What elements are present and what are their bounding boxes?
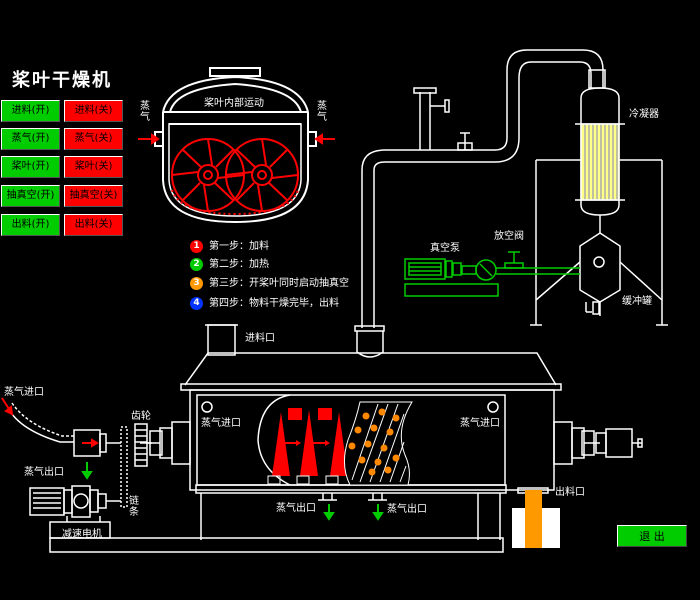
steam-outlet-arrows [81,462,384,521]
steam-inlet-left-label: 蒸气进口 [4,387,44,398]
step-4: 4 第四步：物料干燥完毕，出料 [190,294,339,310]
step-2-badge: 2 [190,257,203,271]
vacuum-on-button[interactable]: 抽真空(开) [1,185,60,207]
page-title: 桨叶干燥机 [12,70,112,91]
vacuum-pump [404,251,580,297]
steam-outlet-a-label: 蒸气出口 [276,503,316,514]
vacuum-valve-label: 放空阀 [494,231,524,242]
step-3: 3 第三步：开桨叶同时启动抽真空 [190,274,349,290]
step-1-badge: 1 [190,239,203,253]
steam-outlet-left-label: 蒸气出口 [24,467,64,478]
steam-right-label: 蒸气 [317,101,327,123]
discharge-off-button[interactable]: 出料(关) [64,214,123,236]
step-2-text: 第二步：加热 [209,259,269,270]
condenser [535,87,663,325]
buffer-tank-label: 缓冲罐 [622,296,652,307]
steam-arrows-top [138,133,335,145]
step-4-badge: 4 [190,296,203,310]
steam-inlet-a-label: 蒸气进口 [201,418,241,429]
paddle-off-button[interactable]: 桨叶(关) [64,156,123,178]
drive-assembly [7,402,152,539]
paddle-on-button[interactable]: 桨叶(开) [1,156,60,178]
interior-paddles [257,394,413,486]
chain-label: 链条 [129,496,139,518]
step-2: 2 第二步：加热 [190,255,269,271]
motor-label: 减速电机 [62,529,102,540]
exit-button[interactable]: 退 出 [617,525,687,547]
feed-on-button[interactable]: 进料(开) [1,100,60,122]
paddle-cross-section [154,67,317,224]
discharge-outlet [512,487,560,548]
vacuum-off-button[interactable]: 抽真空(关) [64,185,123,207]
steam-off-button[interactable]: 蒸气(关) [64,128,123,150]
steam-on-button[interactable]: 蒸气(开) [1,128,60,150]
vacuum-pump-label: 真空泵 [430,243,460,254]
steam-outlet-b-label: 蒸气出口 [387,504,427,515]
vacuum-piping [361,49,606,328]
steam-inlet-b-label: 蒸气进口 [460,418,500,429]
cross-section-caption: 桨叶内部运动 [204,98,264,109]
condenser-label: 冷凝器 [629,109,659,120]
discharge-on-button[interactable]: 出料(开) [1,214,60,236]
paddle-wheels [171,138,299,212]
step-1: 1 第一步：加料 [190,237,269,253]
step-4-text: 第四步：物料干燥完毕，出料 [209,298,339,309]
buffer-tank [530,232,668,326]
step-1-text: 第一步：加料 [209,241,269,252]
step-3-text: 第三步：开桨叶同时启动抽真空 [209,278,349,289]
steam-left-label: 蒸气 [140,101,150,123]
step-3-badge: 3 [190,276,203,290]
gear-label: 齿轮 [131,411,151,422]
discharge-label: 出料口 [555,487,585,498]
feed-inlet-label: 进料口 [245,333,275,344]
feed-off-button[interactable]: 进料(关) [64,100,123,122]
